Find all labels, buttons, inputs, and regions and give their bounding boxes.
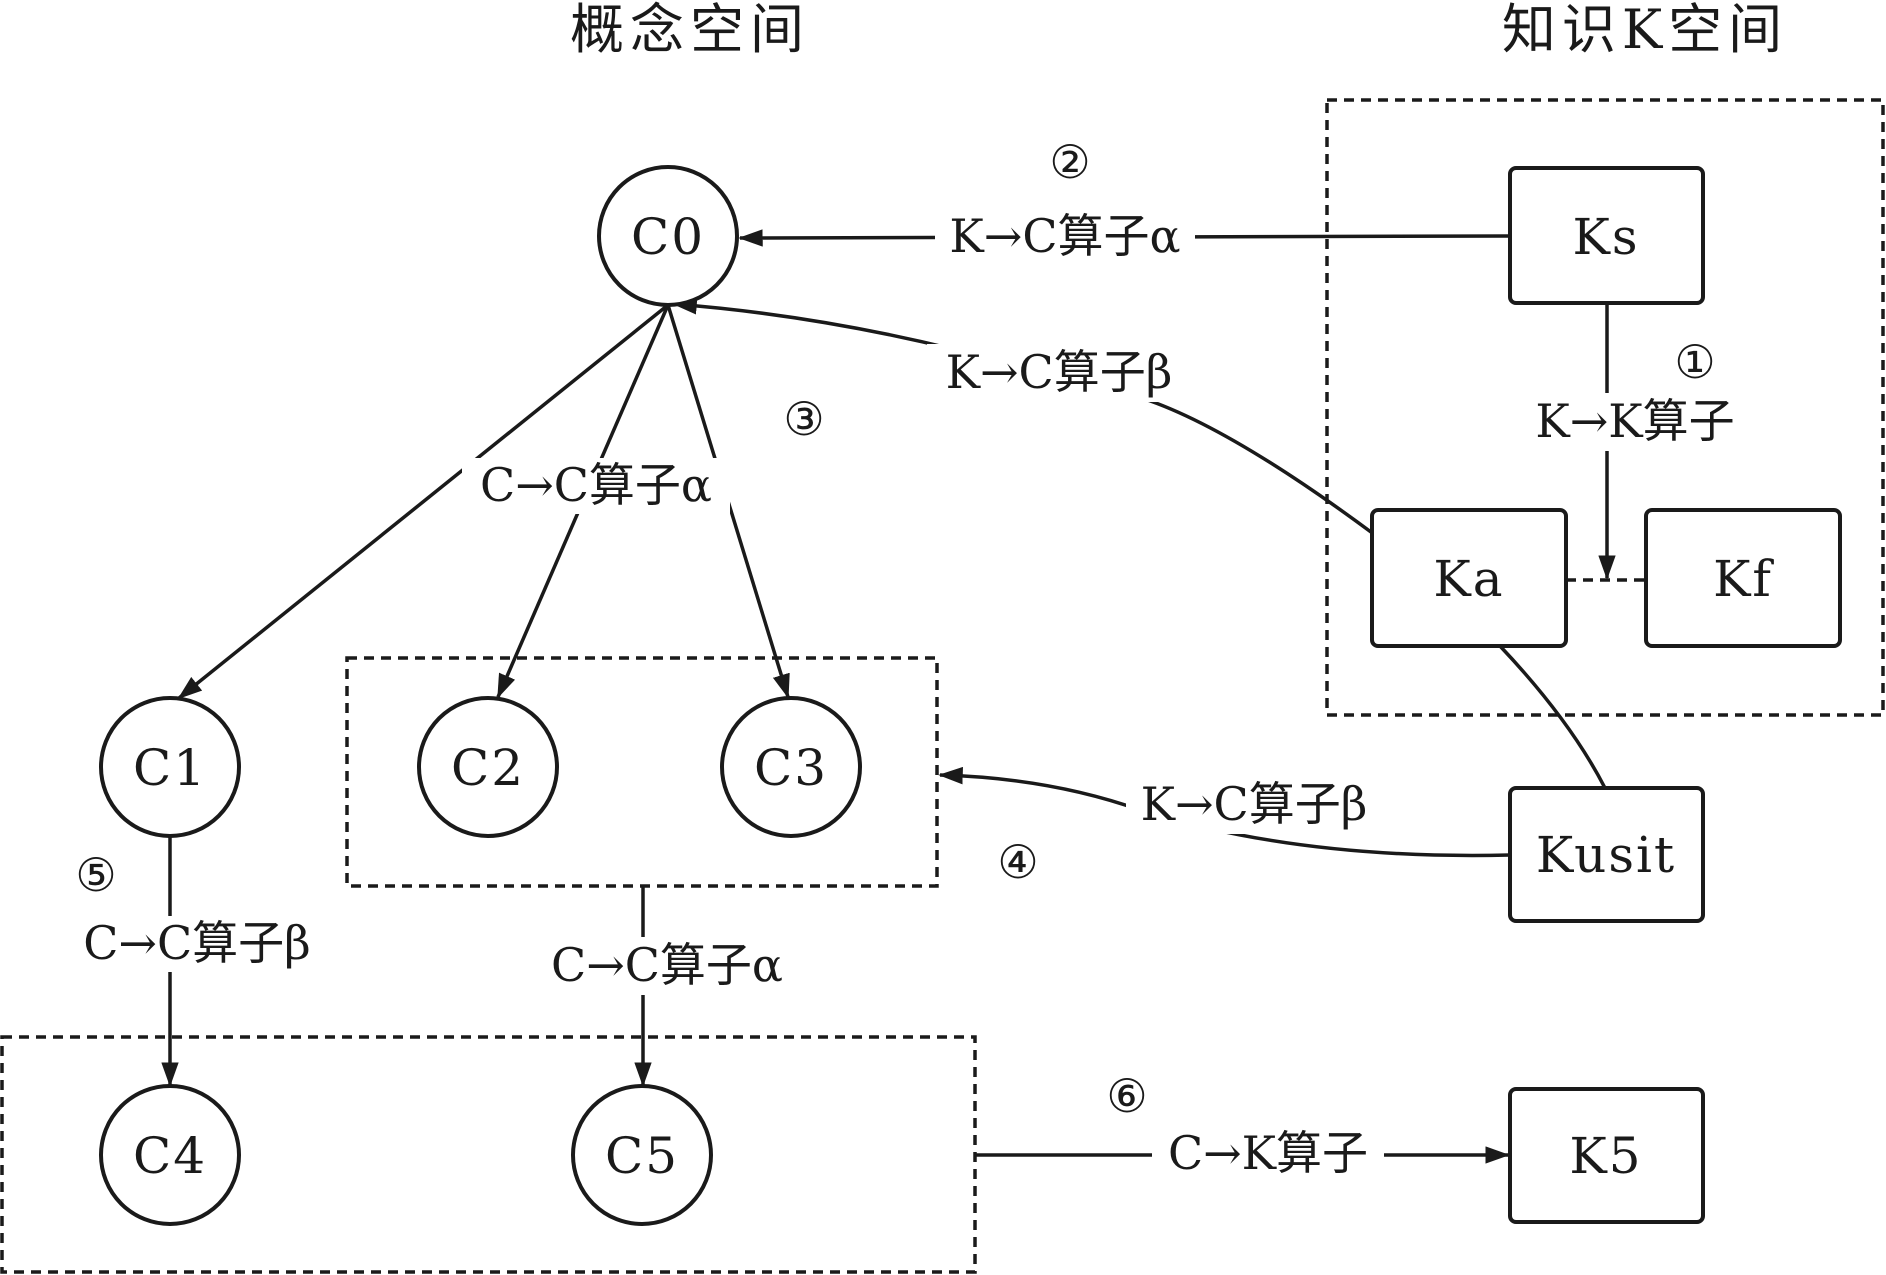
step-marker-2: ② (1049, 135, 1090, 189)
edge-label-ks-c0: K→C算子α (949, 209, 1180, 263)
label-bg (63, 916, 331, 972)
edge-label-c45-k5: C→K算子 (1168, 1126, 1368, 1180)
edge-label-c0-children: C→C算子α (480, 458, 712, 512)
edge-label-ks-ka: K→K算子 (1535, 394, 1734, 448)
edge-label-c23-c5: C→C算子α (551, 938, 783, 992)
node-c3-label: C3 (754, 739, 828, 797)
node-c1-label: C1 (133, 739, 207, 797)
step-marker-5: ⑤ (75, 848, 116, 902)
step-marker-3: ③ (783, 392, 824, 446)
edge-ka-kusit (1498, 644, 1607, 789)
node-c0: C0 (597, 165, 739, 307)
knowledge-space-title: 知识K空间 (1502, 0, 1788, 61)
node-k5-label: K5 (1569, 1127, 1642, 1185)
label-bg (927, 344, 1191, 402)
edge-label-kusit-c23: K→C算子β (1141, 777, 1368, 831)
label-bg (533, 937, 801, 995)
node-k5: K5 (1508, 1087, 1705, 1224)
node-kf-label: Kf (1713, 550, 1774, 608)
node-ks: Ks (1508, 166, 1705, 305)
edge-label-c1-c4: C→C算子β (83, 916, 311, 970)
node-c4: C4 (99, 1084, 241, 1226)
node-c3: C3 (720, 696, 862, 838)
step-marker-1: ① (1674, 335, 1715, 389)
label-bg (1126, 776, 1382, 834)
label-bg (462, 458, 730, 514)
edge-c0-c1 (177, 303, 670, 700)
node-ka-label: Ka (1433, 550, 1504, 608)
node-c0-label: C0 (631, 208, 705, 266)
node-c4-label: C4 (133, 1127, 207, 1185)
node-c1: C1 (99, 696, 241, 838)
node-c2: C2 (417, 696, 559, 838)
node-c2-label: C2 (451, 739, 525, 797)
node-ks-label: Ks (1572, 208, 1639, 266)
label-bg (935, 208, 1195, 266)
concept-space-title: 概念空间 (570, 0, 810, 61)
node-kusit: Kusit (1508, 786, 1705, 923)
knowledge-group-box (1325, 98, 1885, 717)
edge-ka-c0 (672, 297, 1377, 537)
node-kf: Kf (1644, 508, 1842, 648)
node-kusit-label: Kusit (1536, 826, 1676, 884)
step-marker-4: ④ (997, 835, 1038, 889)
node-c5: C5 (571, 1084, 713, 1226)
edge-label-ka-c0: K→C算子β (946, 345, 1173, 399)
label-bg (1530, 393, 1740, 451)
label-bg (1152, 1125, 1384, 1183)
step-marker-6: ⑥ (1106, 1069, 1147, 1123)
node-c5-label: C5 (605, 1127, 679, 1185)
node-ka: Ka (1370, 508, 1568, 648)
